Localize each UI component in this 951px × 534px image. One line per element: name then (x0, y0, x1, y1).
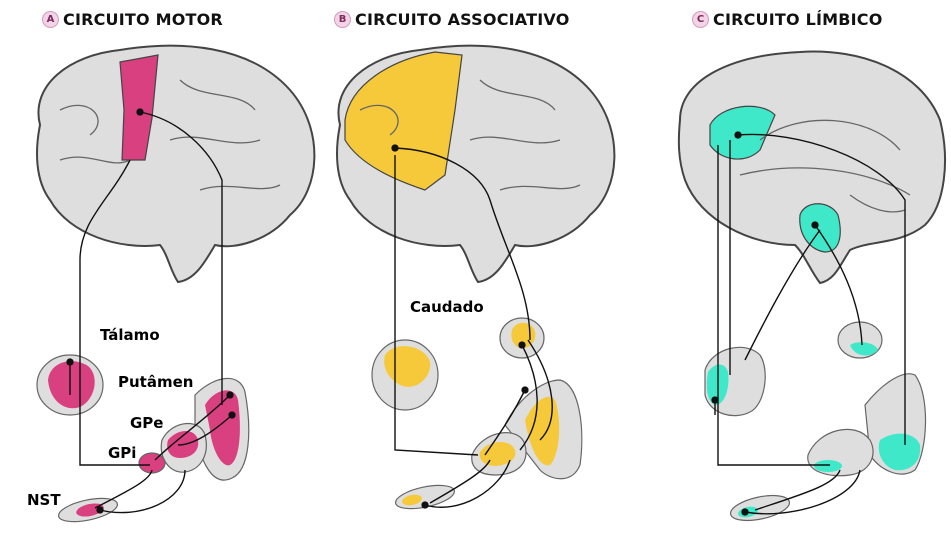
label-putamen: Putâmen (118, 373, 193, 391)
panel-b-brain (337, 46, 614, 282)
label-nst: NST (27, 491, 61, 509)
label-talamo: Tálamo (100, 326, 160, 344)
label-caudado: Caudado (410, 298, 484, 316)
panel-a-brain (37, 46, 314, 282)
label-gpi: GPi (108, 444, 136, 462)
label-gpe: GPe (130, 414, 163, 432)
panel-c-nuclei (705, 322, 926, 525)
panel-b-nuclei (372, 318, 582, 513)
nst-b (394, 481, 457, 513)
